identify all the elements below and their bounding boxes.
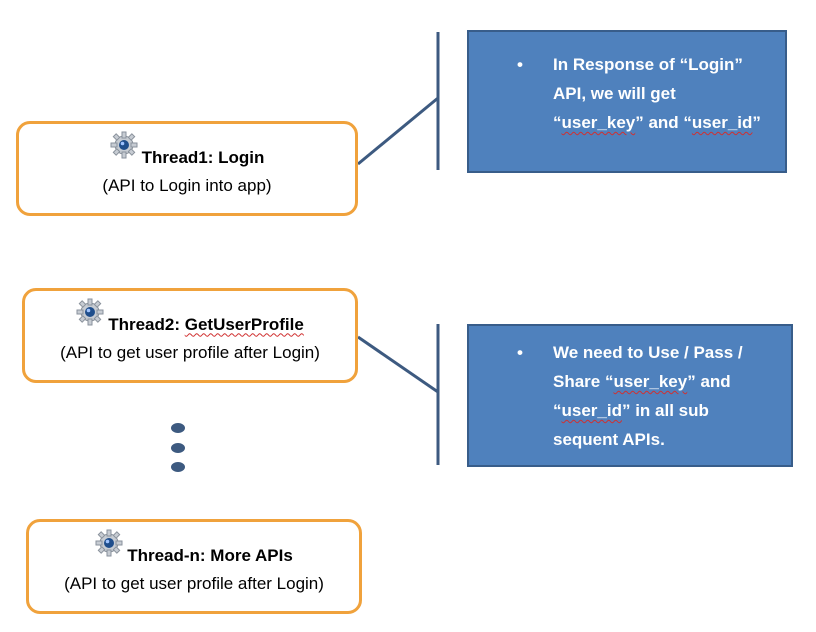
- gear-icon: [76, 298, 104, 331]
- note-text: Share “: [553, 372, 614, 391]
- note-term: user_key: [613, 372, 688, 391]
- note-item: • We need to Use / Pass / Share “user_ke…: [469, 338, 791, 454]
- note-term: user_id: [561, 401, 622, 420]
- thread-title-text: Thread2:: [108, 314, 185, 334]
- note-line: In Response of “Login”: [553, 50, 785, 79]
- thread-title-text: Thread-n: More APIs: [127, 545, 293, 565]
- thread-description: (API to get user profile after Login): [60, 343, 320, 362]
- note-text: In Response of “Login”: [553, 55, 743, 74]
- thread-title: Thread-n: More APIs: [127, 546, 293, 566]
- ellipsis-dot: [171, 462, 185, 472]
- thread-title: Thread1: Login: [142, 148, 265, 168]
- note-term: user_key: [561, 113, 636, 132]
- bullet-icon: •: [517, 343, 523, 362]
- connector-line-2: [357, 335, 439, 394]
- note-box-login-response: • In Response of “Login” API, we will ge…: [467, 30, 787, 173]
- thread-box-more-apis: Thread-n: More APIs (API to get user pro…: [26, 519, 362, 614]
- thread-description: (API to Login into app): [102, 176, 272, 195]
- thread-title-text: Thread1: Login: [141, 147, 265, 167]
- gear-icon: [95, 529, 123, 562]
- gear-icon: [110, 131, 138, 164]
- note-line: sequent APIs.: [553, 425, 791, 454]
- ellipsis-dot: [171, 443, 185, 453]
- note-list: • We need to Use / Pass / Share “user_ke…: [469, 338, 791, 454]
- note-line: “user_id” in all sub: [553, 396, 791, 425]
- note-text: “: [553, 401, 562, 420]
- note-list: • In Response of “Login” API, we will ge…: [469, 50, 785, 137]
- note-text: ” in all sub: [621, 401, 709, 420]
- thread-box-login: Thread1: Login (API to Login into app): [16, 121, 358, 216]
- note-term: user_id: [691, 113, 753, 132]
- note-text: ”: [752, 113, 761, 132]
- thread-description: (API to get user profile after Login): [64, 574, 324, 593]
- note-line: API, we will get: [553, 79, 785, 108]
- note-line: Share “user_key” and: [553, 367, 791, 396]
- note-text: ” and: [687, 372, 731, 391]
- note-text: sequent APIs.: [553, 430, 665, 449]
- vertical-ellipsis-icon: [171, 423, 185, 472]
- note-box-pass-keys: • We need to Use / Pass / Share “user_ke…: [467, 324, 793, 467]
- note-text: ” and “: [635, 113, 692, 132]
- connector-line-1: [357, 96, 439, 166]
- note-line: We need to Use / Pass /: [553, 338, 791, 367]
- note-line: “user_key” and “user_id”: [553, 108, 785, 137]
- note-text: We need to Use / Pass /: [553, 343, 743, 362]
- note-text: “: [553, 113, 562, 132]
- ellipsis-dot: [171, 423, 185, 433]
- thread-title: Thread2: GetUserProfile: [108, 315, 304, 335]
- bullet-icon: •: [517, 55, 523, 74]
- thread-title-spellcheck-word: GetUserProfile: [184, 314, 304, 334]
- thread-box-getuserprofile: Thread2: GetUserProfile (API to get user…: [22, 288, 358, 383]
- note-text: API, we will get: [553, 84, 676, 103]
- note-item: • In Response of “Login” API, we will ge…: [469, 50, 785, 137]
